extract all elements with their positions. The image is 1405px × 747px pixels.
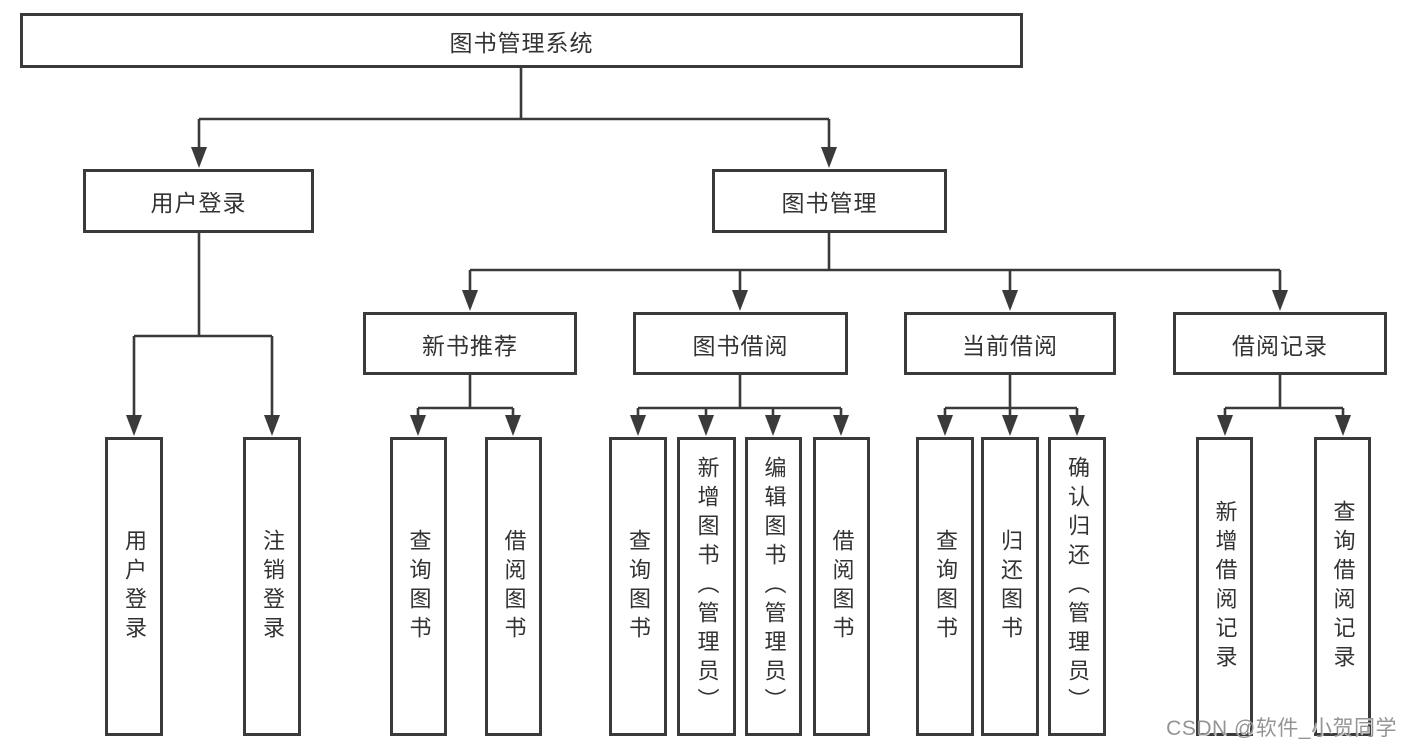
connector-user-login-to-children bbox=[132, 233, 274, 418]
node-user-login: 用户登录 bbox=[83, 169, 314, 233]
leaf-query-books-recommend: 查询图书 bbox=[390, 437, 447, 736]
node-user-login-label: 用户登录 bbox=[150, 190, 247, 216]
leaf-return-books: 归还图书 bbox=[981, 437, 1039, 736]
connector-borrow-records-to-children bbox=[1223, 375, 1345, 419]
leaf-return-books-label: 归还图书 bbox=[998, 528, 1023, 645]
node-root: 图书管理系统 bbox=[20, 13, 1023, 68]
leaf-confirm-return-admin: 确认归还（管理员） bbox=[1048, 437, 1106, 736]
connector-current-borrow-to-children bbox=[943, 375, 1079, 419]
node-book-borrow: 图书借阅 bbox=[633, 312, 848, 375]
leaf-query-books-borrow-label: 查询图书 bbox=[626, 528, 651, 645]
node-new-book-recommend: 新书推荐 bbox=[363, 312, 577, 375]
leaf-edit-book-admin: 编辑图书（管理员） bbox=[745, 437, 802, 736]
leaf-add-borrow-record: 新增借阅记录 bbox=[1196, 437, 1253, 736]
node-new-book-recommend-label: 新书推荐 bbox=[422, 332, 518, 359]
leaf-confirm-return-admin-label: 确认归还（管理员） bbox=[1065, 456, 1090, 717]
leaf-borrow-books-recommend: 借阅图书 bbox=[485, 437, 542, 736]
leaf-user-login: 用户登录 bbox=[105, 437, 163, 736]
leaf-borrow-books-recommend-label: 借阅图书 bbox=[501, 528, 527, 645]
connector-book-borrow-to-children bbox=[636, 375, 843, 419]
leaf-query-borrow-record: 查询借阅记录 bbox=[1314, 437, 1371, 736]
leaf-query-books-current-label: 查询图书 bbox=[933, 528, 958, 645]
node-current-borrow-label: 当前借阅 bbox=[962, 332, 1058, 359]
watermark-text: CSDN @软件_小贺同学 bbox=[1166, 717, 1397, 740]
node-borrow-records-label: 借阅记录 bbox=[1232, 332, 1328, 359]
connector-root-to-level1 bbox=[197, 66, 831, 151]
leaf-query-books-borrow: 查询图书 bbox=[609, 437, 667, 736]
leaf-edit-book-admin-label: 编辑图书（管理员） bbox=[761, 456, 787, 717]
leaf-logout-label: 注销登录 bbox=[260, 528, 285, 645]
leaf-borrow-books: 借阅图书 bbox=[813, 437, 870, 736]
leaf-query-books-recommend-label: 查询图书 bbox=[406, 528, 432, 645]
leaf-add-book-admin: 新增图书（管理员） bbox=[677, 437, 736, 736]
leaf-user-login-label: 用户登录 bbox=[122, 528, 147, 645]
leaf-query-books-current: 查询图书 bbox=[916, 437, 974, 736]
node-book-mgmt-label: 图书管理 bbox=[781, 190, 878, 216]
connector-new-book-to-children bbox=[416, 375, 515, 419]
connector-book-mgmt-to-children bbox=[468, 233, 1282, 293]
leaf-borrow-books-label: 借阅图书 bbox=[829, 528, 855, 645]
leaf-query-borrow-record-label: 查询借阅记录 bbox=[1330, 499, 1356, 674]
node-book-borrow-label: 图书借阅 bbox=[692, 332, 789, 359]
node-book-mgmt: 图书管理 bbox=[712, 169, 947, 233]
leaf-logout: 注销登录 bbox=[243, 437, 301, 736]
node-current-borrow: 当前借阅 bbox=[904, 312, 1116, 375]
node-borrow-records: 借阅记录 bbox=[1173, 312, 1387, 375]
node-root-label: 图书管理系统 bbox=[449, 29, 594, 56]
leaf-add-book-admin-label: 新增图书（管理员） bbox=[694, 456, 720, 717]
leaf-add-borrow-record-label: 新增借阅记录 bbox=[1212, 499, 1238, 674]
